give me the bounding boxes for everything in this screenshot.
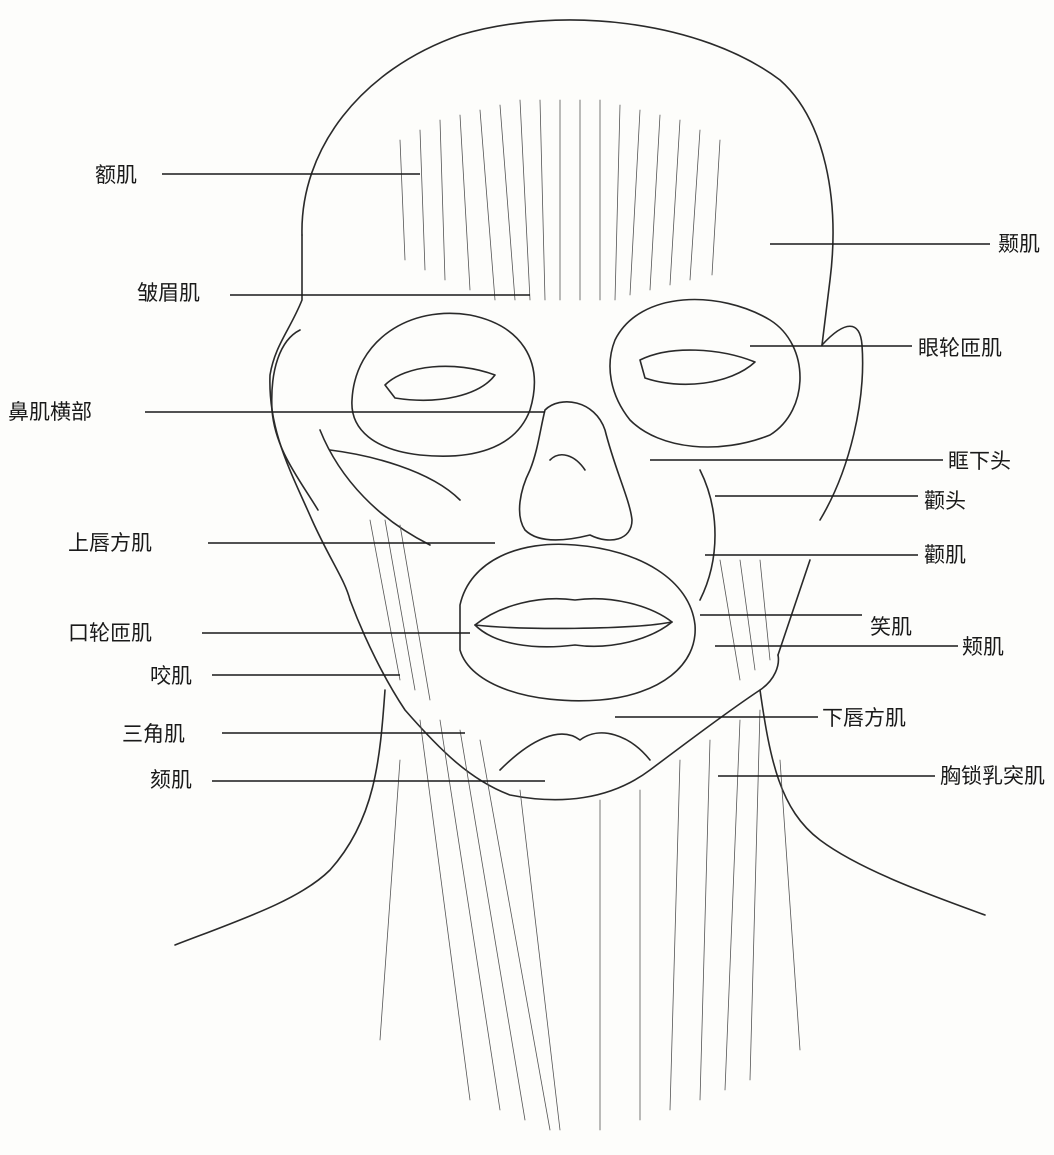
label-zygomatic-head: 颧头 bbox=[924, 489, 966, 513]
label-frontalis: 额肌 bbox=[95, 163, 137, 187]
label-nasalis: 鼻肌横部 bbox=[8, 400, 92, 424]
label-triangularis: 三角肌 bbox=[122, 722, 185, 746]
label-zygomaticus: 颧肌 bbox=[924, 543, 966, 567]
label-orbicularis-oris: 口轮匝肌 bbox=[68, 621, 152, 645]
label-temporalis: 颞肌 bbox=[998, 232, 1040, 256]
label-corrugator: 皱眉肌 bbox=[137, 281, 200, 305]
label-orbicularis-oculi: 眼轮匝肌 bbox=[918, 336, 1002, 360]
label-buccinator: 颊肌 bbox=[962, 635, 1004, 659]
label-quadratus-labii-sup: 上唇方肌 bbox=[68, 531, 152, 555]
label-sternocleidomastoid: 胸锁乳突肌 bbox=[940, 764, 1045, 788]
label-quadratus-labii-inf: 下唇方肌 bbox=[822, 706, 906, 730]
label-mentalis: 颏肌 bbox=[150, 768, 192, 792]
label-masseter: 咬肌 bbox=[150, 664, 192, 688]
label-risorius: 笑肌 bbox=[870, 615, 912, 639]
label-infraorbital-head: 眶下头 bbox=[948, 449, 1011, 473]
